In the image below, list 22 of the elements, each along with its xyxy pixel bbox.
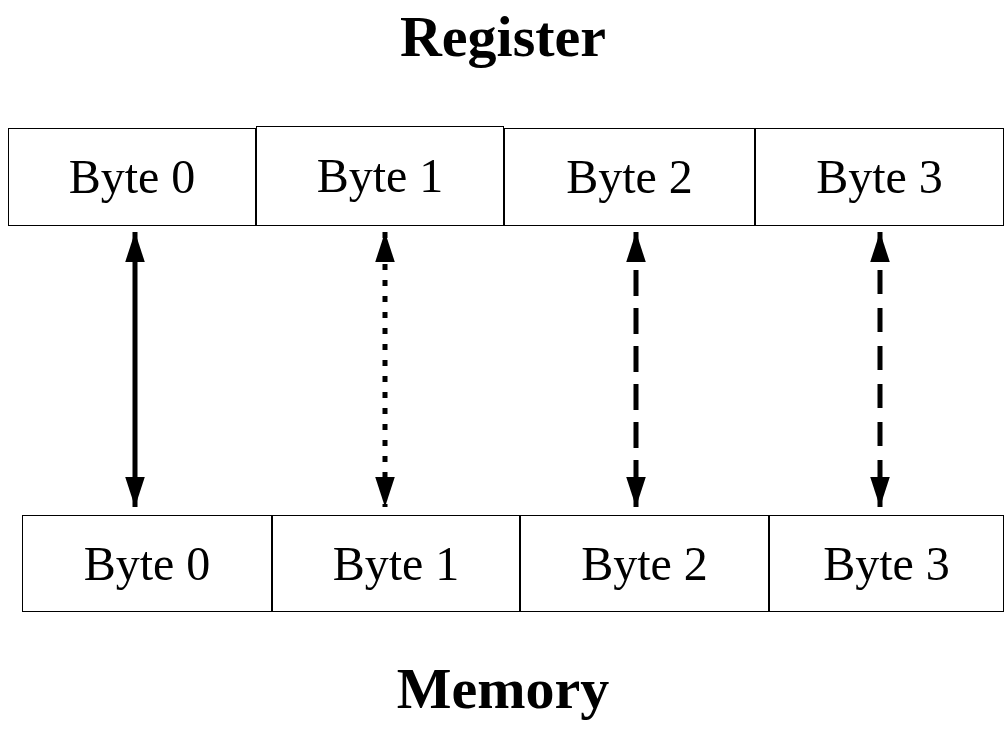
byte-label: Byte 3 xyxy=(823,539,950,588)
byte-box xyxy=(272,515,520,612)
byte-label: Byte 1 xyxy=(332,539,460,588)
byte-label: Byte 0 xyxy=(83,539,211,588)
double-arrow xyxy=(626,232,646,507)
double-arrow xyxy=(375,232,395,507)
byte-label: Byte 0 xyxy=(68,153,196,201)
double-arrow xyxy=(870,232,890,507)
byte-box xyxy=(504,128,755,226)
byte-label: Byte 2 xyxy=(566,153,693,201)
byte-label: Byte 1 xyxy=(316,152,444,200)
double-arrow xyxy=(125,232,145,507)
byte-box xyxy=(8,128,256,226)
byte-box xyxy=(755,128,1004,226)
byte-label: Byte 2 xyxy=(581,539,708,588)
byte-box xyxy=(769,515,1004,612)
memory-heading: Memory xyxy=(396,660,610,718)
byte-box xyxy=(22,515,272,612)
byte-box xyxy=(520,515,769,612)
title: Register xyxy=(399,8,607,66)
byte-box xyxy=(256,126,504,226)
byte-label: Byte 3 xyxy=(816,153,943,201)
